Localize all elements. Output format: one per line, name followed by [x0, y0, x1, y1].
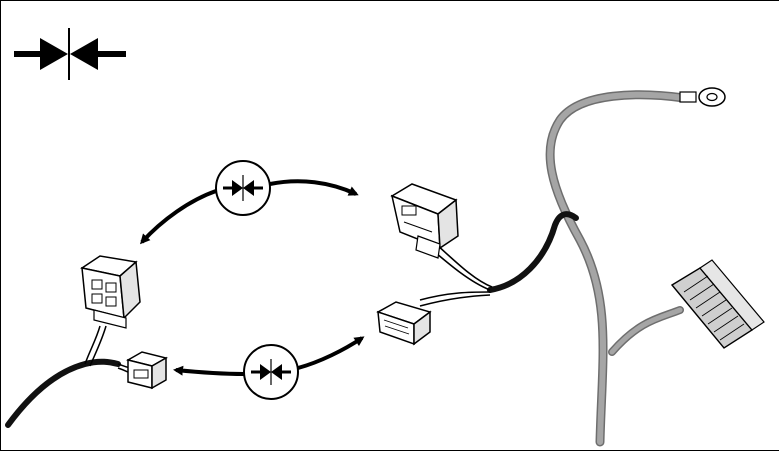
connect-legend-icon [14, 28, 126, 80]
connector-large-left [80, 255, 141, 329]
lower-connection-arrow [173, 336, 365, 376]
black-harness-left [5, 325, 133, 428]
ring-terminal [679, 87, 726, 107]
frame-top-border [0, 0, 779, 1]
connector-small-right [376, 301, 432, 346]
frame-left-border [0, 0, 1, 451]
connect-icon [215, 160, 271, 216]
connector-multipin-right [670, 259, 765, 349]
black-harness-right [419, 211, 579, 307]
upper-connection-arrow [139, 179, 359, 245]
connector-small-left [126, 351, 168, 390]
gray-harness [545, 90, 689, 447]
connector-large-right [390, 183, 459, 259]
connect-icon [243, 344, 299, 400]
